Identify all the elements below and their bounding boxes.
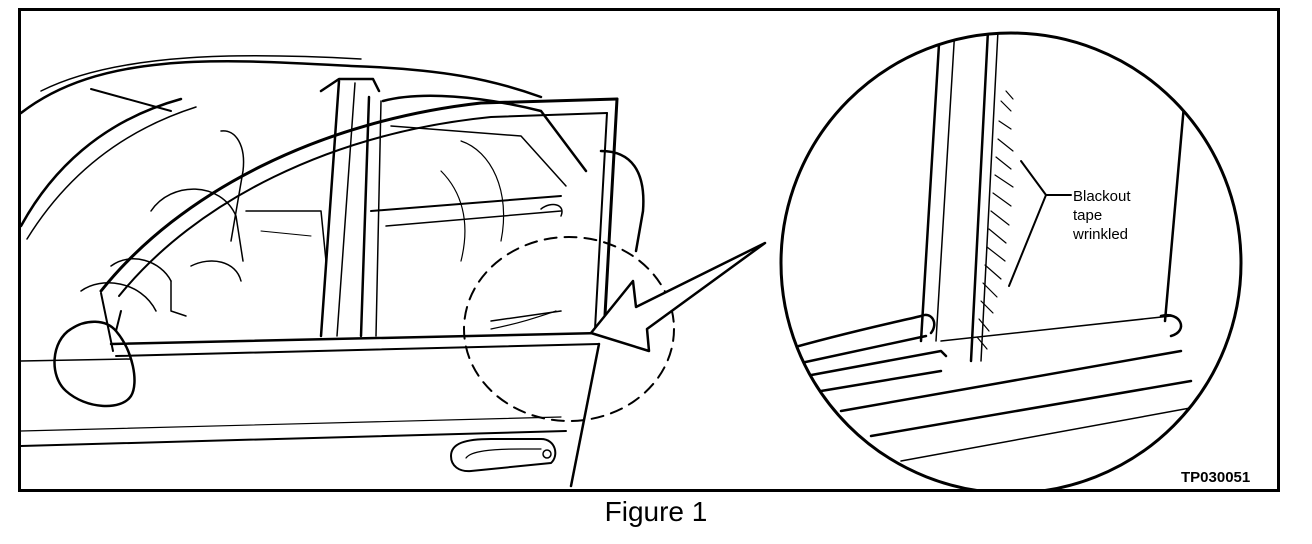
figure-caption: Figure 1 bbox=[604, 496, 708, 527]
side-mirror bbox=[53, 310, 136, 408]
detail-circle bbox=[463, 236, 675, 422]
magnified-detail bbox=[779, 31, 1243, 489]
callout-label: Blackout tape wrinkled bbox=[1073, 187, 1183, 244]
callout-line-2: tape bbox=[1073, 207, 1103, 224]
callout-line-3: wrinkled bbox=[1073, 226, 1129, 243]
front-door bbox=[99, 97, 619, 488]
pointer-arrow bbox=[589, 241, 767, 353]
wrinkled-tape bbox=[976, 90, 1014, 350]
callout-line-1: Blackout bbox=[1073, 188, 1131, 205]
figure-frame: Blackout tape wrinkled TP030051 bbox=[18, 8, 1280, 492]
leader-line bbox=[1020, 160, 1072, 196]
car-body bbox=[21, 54, 645, 447]
figure-code: TP030051 bbox=[1181, 469, 1251, 486]
leader-line bbox=[1008, 194, 1047, 287]
car-door-illustration bbox=[21, 31, 1243, 489]
